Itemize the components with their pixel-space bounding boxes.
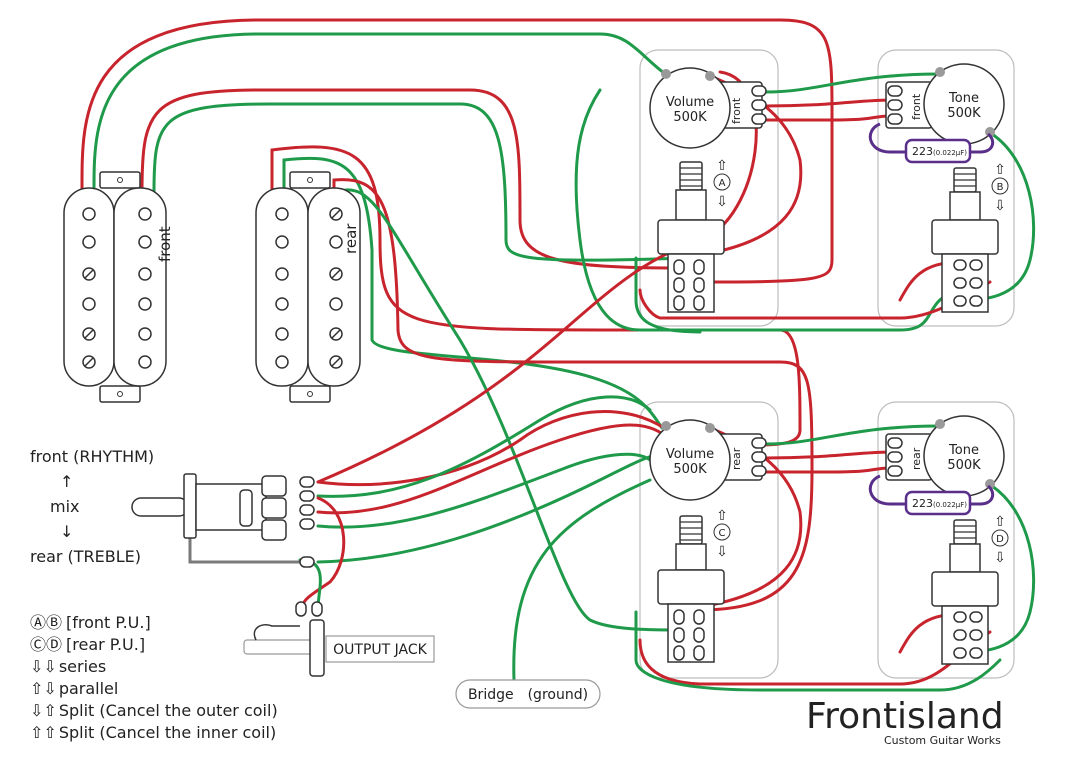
brand-tagline: Custom Guitar Works <box>884 734 1001 747</box>
front-volume-pot: Volume 500K front <box>649 67 767 149</box>
panel-front-volume <box>639 49 779 327</box>
selector-top-label: front (RHYTHM) <box>30 447 154 466</box>
legend-row: ⒶⒷ[front P.U.] <box>30 613 151 632</box>
legend-row: ⒸⒹ[rear P.U.] <box>30 635 145 654</box>
output-jack: OUTPUT JACK <box>243 601 435 677</box>
switch-c-up-arrow: ⇧ <box>716 508 728 524</box>
rear-tone-name: Tone <box>948 443 979 458</box>
rear-tone-value: 500K <box>947 458 981 473</box>
rear-tone-pot: Tone 500K rear 223(0.022μF) <box>868 415 1005 516</box>
bridge-ground-label: Bridge (ground) <box>468 687 588 703</box>
front-pickup-label: front <box>156 226 174 262</box>
switch-a: ⇧ A ⇩ <box>657 158 731 313</box>
selector-down-arrow: ↓ <box>60 522 73 541</box>
switch-c-down-arrow: ⇩ <box>716 544 728 560</box>
switch-d-letter: D <box>996 534 1004 545</box>
front-tone-capacitor <box>904 138 972 164</box>
switch-d: ⇧ D ⇩ <box>931 514 1009 665</box>
front-cap-value: (0.022μF) <box>933 149 967 157</box>
output-jack-label: OUTPUT JACK <box>333 642 427 658</box>
switch-a-down-arrow: ⇩ <box>716 194 728 210</box>
panel-rear-volume <box>639 401 779 679</box>
front-volume-name: Volume <box>666 95 714 110</box>
switch-d-down-arrow: ⇩ <box>994 550 1006 566</box>
svg-text:223(0.022μF): 223(0.022μF) <box>912 145 967 158</box>
front-tone-pot: Tone 500K front 223(0.022μF) <box>868 63 1005 164</box>
wires <box>80 18 1036 692</box>
front-cap-code: 223 <box>912 145 933 158</box>
switch-b-letter: B <box>997 182 1004 193</box>
legend-row: ⇩⇩series <box>30 657 106 676</box>
pickup-selector-switch: front (RHYTHM) ↑ mix ↓ rear (TREBLE) <box>30 447 315 568</box>
switch-b: ⇧ B ⇩ <box>931 162 1009 313</box>
rear-volume-name: Volume <box>666 447 714 462</box>
switch-d-up-arrow: ⇧ <box>994 514 1006 530</box>
rear-humbucker: rear <box>255 171 361 403</box>
rear-pole-pieces <box>275 207 343 369</box>
brand-name: Frontisland <box>806 696 1004 737</box>
selector-bottom-label: rear (TREBLE) <box>30 547 141 566</box>
selector-up-arrow: ↑ <box>60 472 73 491</box>
legend-row: ⇩⇧Split (Cancel the outer coil) <box>30 701 278 720</box>
front-volume-tag: front <box>730 97 743 124</box>
front-tone-value: 500K <box>947 106 981 121</box>
switch-a-up-arrow: ⇧ <box>716 158 728 174</box>
legend-row: ⇧⇧Split (Cancel the inner coil) <box>30 723 276 742</box>
front-tone-tag: front <box>910 93 923 120</box>
rear-volume-tag: rear <box>730 447 743 470</box>
panel-front-tone <box>877 49 1015 327</box>
rear-cap-value: (0.022μF) <box>933 501 967 509</box>
rear-pickup-label: rear <box>342 223 360 254</box>
rear-volume-value: 500K <box>673 462 707 477</box>
legend-row: ⇧⇩parallel <box>30 679 118 698</box>
switch-c-letter: C <box>719 528 726 539</box>
switch-a-letter: A <box>719 178 726 189</box>
rear-tone-capacitor <box>904 490 972 516</box>
rear-cap-code: 223 <box>912 497 933 510</box>
rear-tone-tag: rear <box>910 447 923 470</box>
rear-volume-pot: Volume 500K rear <box>649 419 767 501</box>
front-tone-name: Tone <box>948 91 979 106</box>
switch-c: ⇧ C ⇩ <box>657 508 731 663</box>
front-humbucker: front <box>63 171 174 403</box>
switch-b-up-arrow: ⇧ <box>994 162 1006 178</box>
panel-rear-tone <box>877 401 1015 679</box>
selector-mid-label: mix <box>50 497 80 516</box>
front-volume-value: 500K <box>673 110 707 125</box>
legend: ⒶⒷ[front P.U.] ⒸⒹ[rear P.U.] ⇩⇩series ⇧⇩… <box>30 613 278 742</box>
switch-b-down-arrow: ⇩ <box>994 198 1006 214</box>
svg-text:223(0.022μF): 223(0.022μF) <box>912 497 967 510</box>
